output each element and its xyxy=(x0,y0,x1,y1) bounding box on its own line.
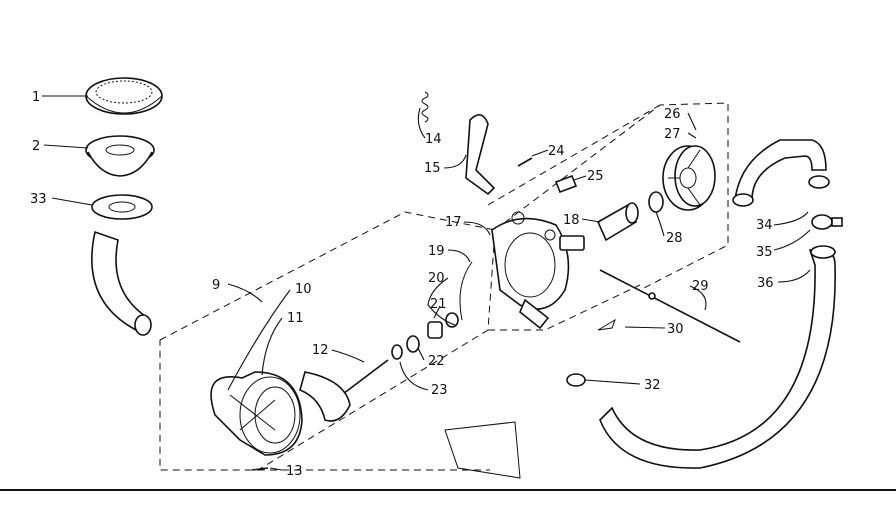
assembly-outline xyxy=(159,102,729,471)
callout-30: 30 xyxy=(667,322,684,337)
callout-14: 14 xyxy=(425,132,442,147)
callout-25: 25 xyxy=(587,169,604,184)
loose-plate xyxy=(444,421,521,479)
callout-26: 26 xyxy=(664,107,681,122)
clip-block xyxy=(554,174,578,194)
callout-18: 18 xyxy=(563,213,580,228)
callout-17: 17 xyxy=(445,215,462,230)
callout-33: 33 xyxy=(30,192,47,207)
callout-20: 20 xyxy=(428,271,445,286)
callout-23: 23 xyxy=(431,383,448,398)
callout-10: 10 xyxy=(295,282,312,297)
bushing xyxy=(427,312,459,339)
lever xyxy=(465,114,496,196)
washer xyxy=(648,191,664,213)
callout-34: 34 xyxy=(756,218,773,233)
callout-32: 32 xyxy=(644,378,661,393)
leader-lines xyxy=(42,95,811,471)
callout-22: 22 xyxy=(428,354,445,369)
upper-hose xyxy=(732,139,830,207)
drain-hose xyxy=(599,245,836,469)
key xyxy=(597,318,616,331)
callout-2: 2 xyxy=(32,139,40,154)
impeller-shaft xyxy=(299,359,389,422)
callout-9: 9 xyxy=(212,278,220,293)
callout-19: 19 xyxy=(428,244,445,259)
small-pin xyxy=(517,157,533,167)
bolt xyxy=(251,467,269,471)
callout-35: 35 xyxy=(756,245,773,260)
spring xyxy=(421,91,429,123)
elbow-hose xyxy=(91,230,152,336)
pump-housing xyxy=(210,371,303,456)
callout-labels: 1 2 33 9 10 11 12 13 14 15 17 18 19 20 2… xyxy=(30,90,774,479)
hose-clamp-35 xyxy=(811,214,843,230)
retaining-clip xyxy=(459,261,473,321)
coupling-cylinder xyxy=(559,202,639,251)
callout-29: 29 xyxy=(692,279,709,294)
callout-12: 12 xyxy=(312,343,329,358)
callout-24: 24 xyxy=(548,144,565,159)
hose-clamp-32 xyxy=(566,373,586,387)
long-shaft xyxy=(599,269,741,343)
callout-1: 1 xyxy=(32,90,40,105)
callout-28: 28 xyxy=(666,231,683,246)
shaft-seals xyxy=(391,335,420,360)
pump-cover xyxy=(491,211,570,330)
callout-11: 11 xyxy=(287,311,304,326)
strainer-cap xyxy=(85,77,163,115)
callout-15: 15 xyxy=(424,161,441,176)
callout-36: 36 xyxy=(757,276,774,291)
callout-27: 27 xyxy=(664,127,681,142)
strainer-body xyxy=(85,135,155,177)
pulley xyxy=(662,145,716,211)
callout-13: 13 xyxy=(286,464,303,479)
callout-21: 21 xyxy=(430,297,447,312)
gasket xyxy=(91,194,153,220)
